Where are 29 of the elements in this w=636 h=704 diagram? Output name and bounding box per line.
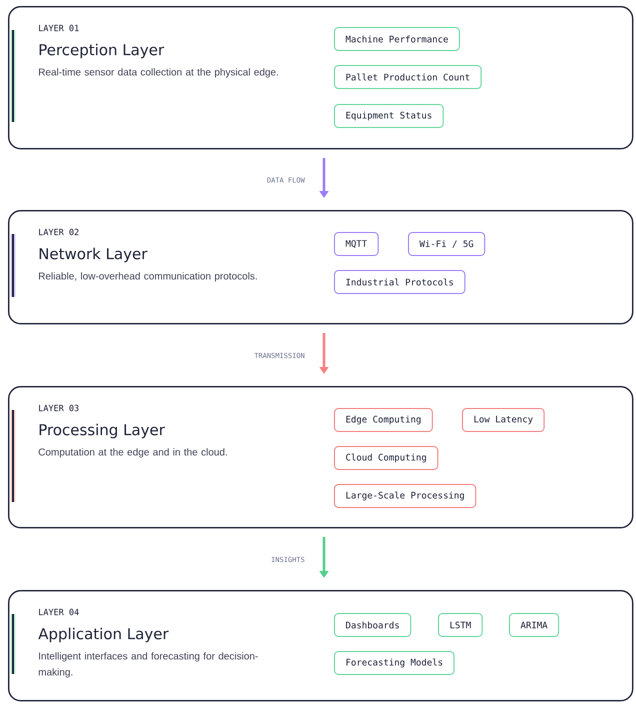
layer-description: Reliable, low-overhead communication protocols.: [39, 272, 257, 282]
layer-number: LAYER 03: [39, 404, 78, 412]
tag-chip: LSTM: [438, 613, 483, 637]
tag-chip: Dashboards: [334, 613, 412, 637]
layer-title: Application Layer: [38, 628, 169, 642]
layer-title: Processing Layer: [40, 424, 165, 438]
layer-number: LAYER 04: [39, 608, 79, 616]
layer-title: Network Layer: [40, 248, 148, 262]
layer-box: [8, 210, 634, 324]
layer-box: [8, 6, 634, 150]
tag-chip: Industrial Protocols: [334, 270, 466, 294]
tag-chip: Wi-Fi / 5G: [408, 232, 486, 256]
tag-chip: Equipment Status: [334, 104, 444, 128]
layer-number: LAYER 02: [39, 228, 78, 236]
tag-chip: Cloud Computing: [334, 446, 438, 470]
layer-box: [8, 590, 634, 702]
layer-description: Computation at the edge and in the cloud.: [38, 448, 227, 458]
tag-chip: Pallet Production Count: [334, 65, 482, 89]
tag-chip: Large-Scale Processing: [334, 484, 476, 508]
layer-title: Perception Layer: [40, 44, 164, 58]
tag-chip: MQTT: [334, 232, 379, 256]
tag-chip: Low Latency: [462, 408, 545, 432]
tag-chip: Machine Performance: [334, 27, 460, 51]
tag-chip: Edge Computing: [334, 408, 433, 432]
layer-description: Real-time sensor data collection at the physical edge.: [39, 68, 278, 78]
tag-chip: ARIMA: [509, 613, 560, 637]
layer-description: Intelligent interfaces and forecasting for decision-making.: [38, 652, 258, 678]
tag-chip: Forecasting Models: [334, 651, 455, 675]
layer-number: LAYER 01: [39, 24, 79, 32]
